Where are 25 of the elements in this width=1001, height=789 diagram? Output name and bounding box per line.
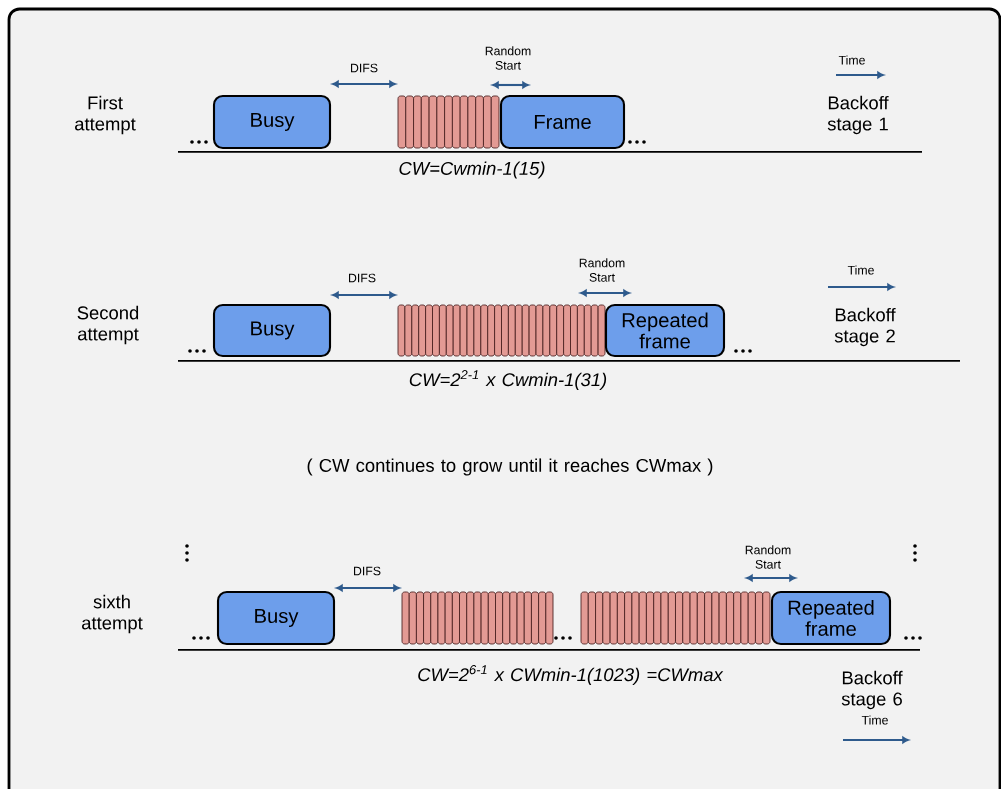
time-label: DIFS xyxy=(351,63,378,73)
time-label: Random Start xyxy=(579,258,625,282)
frame-box: Repeated frame xyxy=(770,590,892,646)
formula-label: CW=2$^{6-1}$ x CWmin-1(1023) =CWmax xyxy=(418,665,724,685)
row-label: sixth attempt xyxy=(82,594,143,634)
time-label: DIFS xyxy=(354,566,381,576)
row-label: Backoff stage 2 xyxy=(834,307,896,347)
row-label: Backoff stage 1 xyxy=(827,95,889,135)
row-label: Second attempt xyxy=(77,305,139,345)
time-label: Random Start xyxy=(485,46,531,70)
frame-box: Busy xyxy=(216,590,336,646)
time-label: Time xyxy=(847,265,874,275)
frame-box: Frame xyxy=(499,94,626,150)
formula-label: CW=2$^{2-1}$ x Cwmin-1(31) xyxy=(409,370,607,390)
formula-label: CW=Cwmin-1(15) xyxy=(399,161,545,179)
row-label: First attempt xyxy=(75,95,136,135)
time-label: Time xyxy=(861,715,888,725)
frame-box: Repeated frame xyxy=(604,303,726,358)
note-text: ( CW continues to grow until it reaches CWmax ) xyxy=(307,458,713,476)
row-label: Backoff stage 6 xyxy=(841,670,903,710)
time-label: Random Start xyxy=(745,545,791,569)
frame-box: Busy xyxy=(212,94,332,150)
frame-box: Busy xyxy=(212,303,332,358)
time-label: DIFS xyxy=(349,273,376,283)
time-label: Time xyxy=(838,55,865,65)
